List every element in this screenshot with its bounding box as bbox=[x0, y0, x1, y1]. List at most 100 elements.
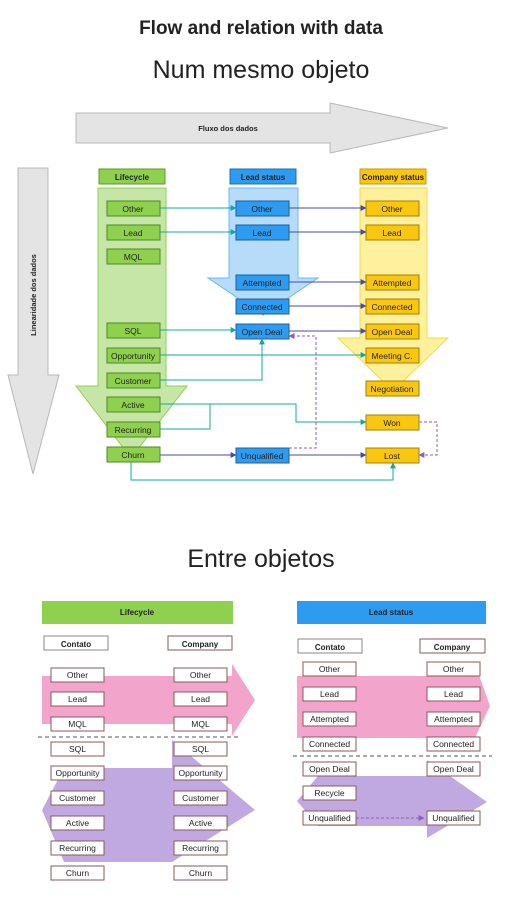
lifecycle-contato-row-label: Customer bbox=[59, 793, 96, 803]
company-status-node-connected: Connected bbox=[365, 298, 420, 315]
svg-text:Lead: Lead bbox=[124, 228, 143, 238]
svg-text:Lead status: Lead status bbox=[241, 173, 286, 182]
lifecycle-company-row: Lead bbox=[173, 691, 228, 707]
svg-text:Attempted: Attempted bbox=[373, 278, 412, 288]
lead-status-company-row: Connected bbox=[426, 736, 481, 752]
svg-text:MQL: MQL bbox=[124, 252, 143, 262]
lifecycle-company-row: Other bbox=[173, 667, 228, 683]
svg-text:Active: Active bbox=[121, 400, 144, 410]
lifecycle-node-sql: SQL bbox=[106, 322, 161, 339]
lifecycle-contato-row: Other bbox=[50, 667, 105, 683]
lead-status-contato-row-label: Open Deal bbox=[309, 764, 350, 774]
lead-status-banner-label: Lead status bbox=[369, 608, 414, 617]
lifecycle-contato-row: Active bbox=[50, 815, 105, 831]
lifecycle-company-row-label: Customer bbox=[182, 793, 219, 803]
lifecycle-contato-row-label: Opportunity bbox=[56, 768, 101, 778]
lifecycle-contato-row: Opportunity bbox=[50, 765, 105, 781]
svg-text:Connected: Connected bbox=[241, 302, 282, 312]
lifecycle-contato-row-label: Active bbox=[66, 818, 89, 828]
lead-status-contato-row-label: Attempted bbox=[310, 714, 349, 724]
lead-status-company-row-label: Open Deal bbox=[433, 764, 474, 774]
lead-status-contato-row: Open Deal bbox=[302, 761, 357, 777]
lifecycle-company-row-label: Opportunity bbox=[179, 768, 224, 778]
svg-text:SQL: SQL bbox=[124, 326, 141, 336]
svg-text:Other: Other bbox=[251, 204, 272, 214]
svg-text:Company: Company bbox=[434, 643, 471, 652]
svg-text:Contato: Contato bbox=[61, 640, 91, 649]
lead-status-contato-row-label: Recycle bbox=[314, 788, 345, 798]
lifecycle-node-active: Active bbox=[106, 396, 161, 413]
lifecycle-contato-row-label: MQL bbox=[68, 719, 87, 729]
svg-text:Lifecycle: Lifecycle bbox=[115, 173, 150, 182]
svg-text:Negotiation: Negotiation bbox=[370, 384, 413, 394]
lifecycle-company-row: Active bbox=[173, 815, 228, 831]
lead-status-company-row: Other bbox=[426, 661, 481, 677]
svg-text:Lost: Lost bbox=[384, 451, 401, 461]
svg-text:Open Deal: Open Deal bbox=[372, 327, 413, 337]
lifecycle-contato-row-label: Recurring bbox=[59, 843, 96, 853]
lead-status-contato-row: Recycle bbox=[302, 785, 357, 801]
lead-status-node-lead: Lead bbox=[235, 224, 290, 241]
lifecycle-company-row-label: Churn bbox=[189, 868, 212, 878]
lead-status-contato-row: Unqualified bbox=[302, 810, 357, 826]
lifecycle-company-row: Recurring bbox=[173, 840, 228, 856]
lifecycle-contato-row: MQL bbox=[50, 716, 105, 732]
lifecycle-contato-row: Lead bbox=[50, 691, 105, 707]
company-status-node-meeting: Meeting C. bbox=[365, 347, 420, 364]
lifecycle-company-row: SQL bbox=[173, 741, 228, 757]
company-status-node-attempted: Attempted bbox=[365, 274, 420, 291]
company-status-node-lead: Lead bbox=[365, 224, 420, 241]
lead-status-company-row: Attempted bbox=[426, 711, 481, 727]
svg-text:Churn: Churn bbox=[121, 450, 144, 460]
lifecycle-contato-row-label: Other bbox=[67, 670, 88, 680]
svg-text:Other: Other bbox=[381, 204, 402, 214]
svg-text:Recurring: Recurring bbox=[115, 425, 152, 435]
lifecycle-company-row-label: SQL bbox=[192, 744, 209, 754]
section-title-between-objects: Entre objetos bbox=[187, 545, 334, 573]
lifecycle-company-row-label: Other bbox=[190, 670, 211, 680]
lifecycle-contato-row-label: Lead bbox=[68, 694, 87, 704]
svg-text:Lead: Lead bbox=[383, 228, 402, 238]
lead-status-company-row: Unqualified bbox=[426, 810, 481, 826]
data-linearity-arrow bbox=[7, 167, 60, 475]
lifecycle-contato-row: Customer bbox=[50, 790, 105, 806]
lead-status-contato-row-label: Lead bbox=[320, 689, 339, 699]
lifecycle-node-customer: Customer bbox=[106, 372, 161, 389]
lead-status-company-row: Lead bbox=[426, 686, 481, 702]
lead-status-contato-row: Attempted bbox=[302, 711, 357, 727]
company-status-node-won: Won bbox=[365, 414, 420, 431]
company-status-node-other: Other bbox=[365, 200, 420, 217]
lifecycle-node-recurring: Recurring bbox=[106, 421, 161, 438]
lead-status-company-row-label: Other bbox=[443, 664, 464, 674]
lead-status-contato-row: Other bbox=[302, 661, 357, 677]
lifecycle-node-lead: Lead bbox=[106, 224, 161, 241]
lifecycle-company-row-label: Recurring bbox=[182, 843, 219, 853]
svg-text:Open Deal: Open Deal bbox=[242, 327, 283, 337]
lifecycle-contato-row: Recurring bbox=[50, 840, 105, 856]
svg-text:Opportunity: Opportunity bbox=[111, 351, 156, 361]
lead-status-contato-row: Lead bbox=[302, 686, 357, 702]
lead-status-company-row-label: Attempted bbox=[434, 714, 473, 724]
header-lifecycle: Lifecycle bbox=[98, 168, 166, 185]
lifecycle-banner-label: Lifecycle bbox=[120, 608, 155, 617]
lead-status-company-row-label: Lead bbox=[444, 689, 463, 699]
lead-status-banner bbox=[297, 601, 486, 624]
lifecycle-contato-row-label: SQL bbox=[69, 744, 86, 754]
lifecycle-contato-row-label: Churn bbox=[66, 868, 89, 878]
lead-status-node-unqualified: Unqualified bbox=[235, 447, 290, 464]
lifecycle-banner bbox=[42, 601, 233, 624]
lead-status-company-row-label: Connected bbox=[433, 739, 474, 749]
lifecycle-contato-row: SQL bbox=[50, 741, 105, 757]
svg-text:Meeting C.: Meeting C. bbox=[371, 351, 412, 361]
svg-text:Unqualified: Unqualified bbox=[241, 451, 284, 461]
lead-status-contato-row-label: Connected bbox=[309, 739, 350, 749]
lifecycle-company-row: Customer bbox=[173, 790, 228, 806]
lead-status-contato-header: Contato bbox=[297, 638, 363, 654]
lifecycle-node-mql: MQL bbox=[106, 248, 161, 265]
svg-text:Contato: Contato bbox=[315, 643, 345, 652]
lifecycle-company-row-label: Lead bbox=[191, 694, 210, 704]
flow-connectors bbox=[130, 205, 438, 481]
